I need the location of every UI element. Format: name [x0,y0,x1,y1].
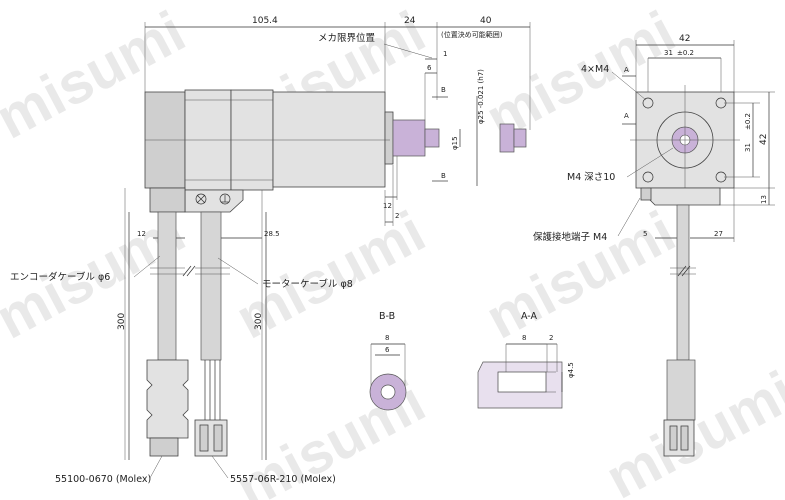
bb-dim-6: 6 [385,346,390,354]
actuator-body [272,91,386,188]
aa-dim-8: 8 [522,334,526,342]
front-vpitch: 31 [744,143,752,152]
front-cable-box [647,187,721,206]
front-width: 42 [679,34,690,44]
watermark: misumi [476,199,686,352]
dim-6: 6 [427,64,432,72]
tapped-hole-bl [642,171,654,183]
dim-1: 1 [443,50,447,58]
front-cable [676,204,690,361]
side-dimensions: メカ限界位置 1 6 B B φ25 -0.021 (h7) φ15 12 2 … [124,32,485,460]
aa-dia: φ4.5 [567,362,575,378]
center-tap-label: M4 深さ10 [567,172,615,183]
aa-dim-2: 2 [549,334,553,342]
section-aa-title: A-A [521,311,538,322]
cables: エンコーダケーブル φ6 モーターケーブル φ8 300 300 55100-0… [10,211,353,485]
section-b-bottom: B [441,172,446,180]
tapped-holes-label: 4×M4 [581,64,609,75]
section-a-bottom: A [624,112,629,120]
rod-end [392,119,426,157]
encoder-connector [146,359,189,439]
encoder-cable-length: 300 [117,313,127,330]
bb-section-bore [380,384,396,400]
dim-12-right: 12 [383,202,392,210]
section-a-top: A [624,66,629,74]
section-bb-title: B-B [379,311,395,322]
top-dimensions: 105.4 24 40 (位置決め可能範囲) [144,16,531,130]
dim-total-length: 105.4 [252,16,278,26]
rod-boss [424,128,440,148]
positioning-range-note: (位置決め可能範囲) [441,30,503,39]
section-bb: B-B 8 6 [369,311,407,411]
motor-connector-label: 5557-06R-210 (Molex) [230,474,336,485]
front-connector-body [666,359,696,421]
bb-dim-8: 8 [385,334,389,342]
aa-tapped-hole [497,371,547,393]
boss-diameter: φ15 [451,136,459,150]
dim-5: 5 [643,230,647,238]
encoder-cable-gland [149,187,186,213]
dim-13: 13 [760,195,768,204]
section-b-top: B [441,86,446,94]
motor-cable-length: 300 [254,313,264,330]
encoder-cable [157,211,177,361]
dim-positioning-range: 40 [480,16,492,26]
encoder-cable-label: エンコーダケーブル φ6 [10,271,110,283]
cable-box [184,189,244,213]
shaft-diameter: φ25 -0.021 (h7) [477,69,485,124]
motor-cable [200,211,222,361]
front-height: 42 [759,134,769,145]
encoder-connector-label: 55100-0670 (Molex) [55,474,151,485]
side-view [144,89,527,213]
dim-27: 27 [714,230,723,238]
flange-plate [384,111,394,165]
ground-terminal-label: 保護接地端子 M4 [533,231,607,243]
rod-position-indicator [499,123,515,153]
front-vpitch-tol: ±0.2 [744,113,752,130]
front-connector [663,419,695,457]
section-aa: A-A 8 2 φ4.5 [477,311,575,409]
front-pitch: 31 [664,49,673,57]
front-view: 42 31 ±0.2 4×M4 A A M4 深さ10 31 ±0.2 42 [533,34,775,457]
front-pitch-tol: ±0.2 [677,49,694,57]
dim-2: 2 [395,212,399,220]
dim-28-5: 28.5 [264,230,280,238]
motor-cable-label: モーターケーブル φ8 [262,278,353,290]
dim-flange-offset: 24 [404,16,416,26]
mech-limit-label: メカ限界位置 [318,32,375,44]
tapped-hole-tl [642,97,654,109]
dim-12-left: 12 [137,230,146,238]
